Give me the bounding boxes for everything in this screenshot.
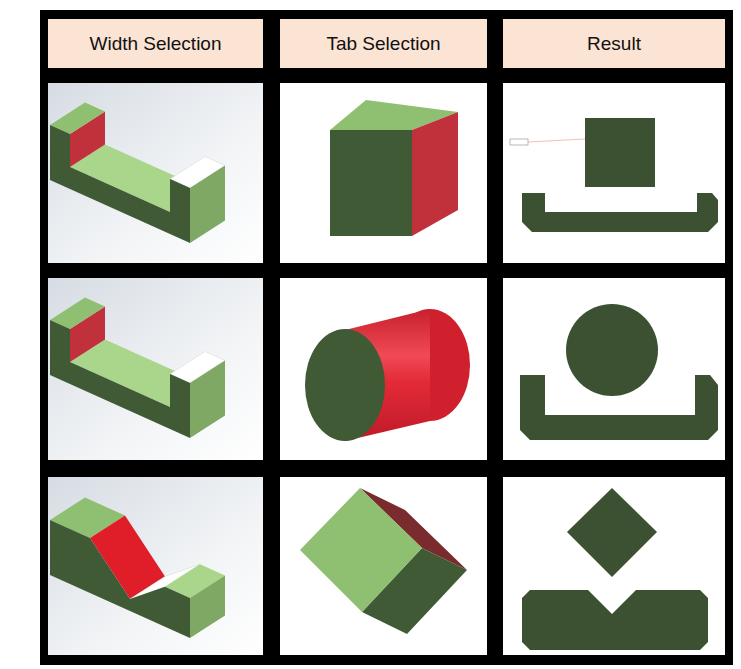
table-grid — [40, 10, 733, 665]
column-header: Tab Selection — [280, 19, 487, 68]
result-profile-two-face — [520, 375, 718, 440]
cell-grounds-face — [503, 477, 725, 655]
result-profile-three-face — [522, 590, 708, 650]
width-part-one — [50, 103, 225, 244]
column-header: Result — [503, 19, 725, 68]
header-text: Tab Selection — [326, 33, 440, 55]
cell-grounds-face — [48, 477, 263, 655]
result-profile-one-face — [510, 139, 528, 145]
v-block-part-face — [50, 520, 190, 638]
v-block-part — [50, 498, 225, 639]
header-text: Result — [587, 33, 641, 55]
width-part-two — [50, 298, 225, 439]
cell-grounds-face — [503, 278, 725, 460]
v-block-part-face — [190, 576, 225, 639]
result-profile-three — [522, 488, 708, 650]
cell-grounds-face — [503, 83, 725, 263]
cell-grounds-face — [280, 278, 487, 460]
header-text: Width Selection — [89, 33, 221, 55]
result-profile-one — [510, 118, 718, 232]
result-profile-three-face — [567, 488, 657, 577]
result-profile-two — [520, 304, 718, 440]
cube-tab-face — [330, 130, 412, 236]
rotated-cube-tab — [300, 488, 467, 634]
cell-grounds-face — [280, 83, 487, 263]
cube-tab-face — [412, 112, 458, 236]
cell-grounds — [48, 83, 725, 655]
cell-grounds-face — [280, 477, 487, 655]
result-profile-one-face — [522, 193, 718, 232]
cylinder-tab-face — [305, 329, 385, 441]
column-header: Width Selection — [48, 19, 263, 68]
cell-grounds-face — [48, 278, 263, 460]
result-profile-one-face — [528, 139, 585, 142]
cube-tab — [330, 100, 458, 236]
cylinder-tab — [305, 309, 470, 441]
cell-grounds-face — [48, 83, 263, 263]
rotated-cube-tab-face — [300, 488, 422, 612]
result-profile-one-face — [585, 118, 655, 187]
result-profile-two-face — [566, 304, 658, 396]
